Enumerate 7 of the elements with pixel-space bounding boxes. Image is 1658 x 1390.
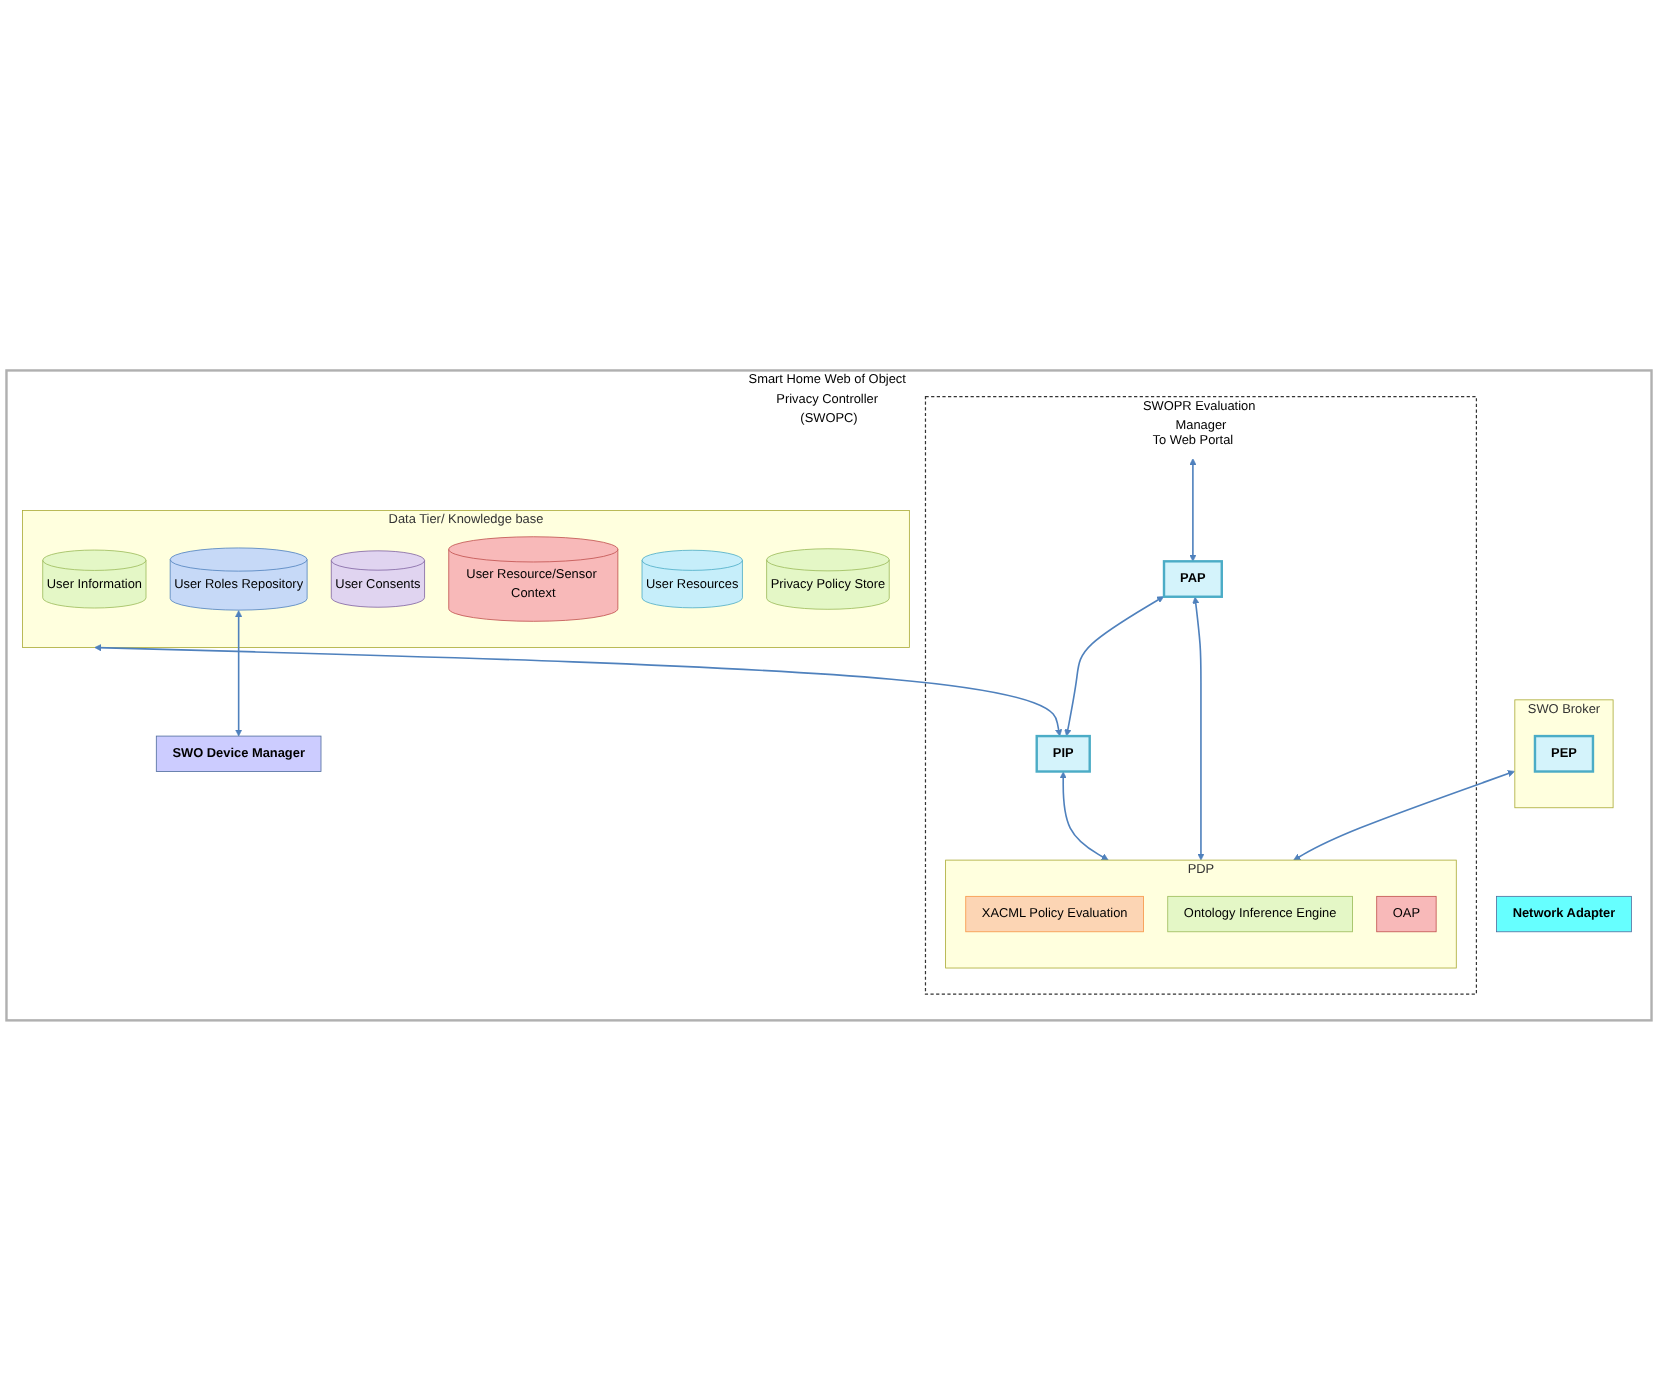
- arrow: [94, 643, 1063, 736]
- arrow: [1293, 769, 1515, 860]
- arrow: [235, 609, 243, 736]
- arrow: [1189, 457, 1197, 562]
- arrow: [1192, 596, 1205, 860]
- arrow: [1059, 771, 1109, 860]
- arrow: [1064, 595, 1165, 736]
